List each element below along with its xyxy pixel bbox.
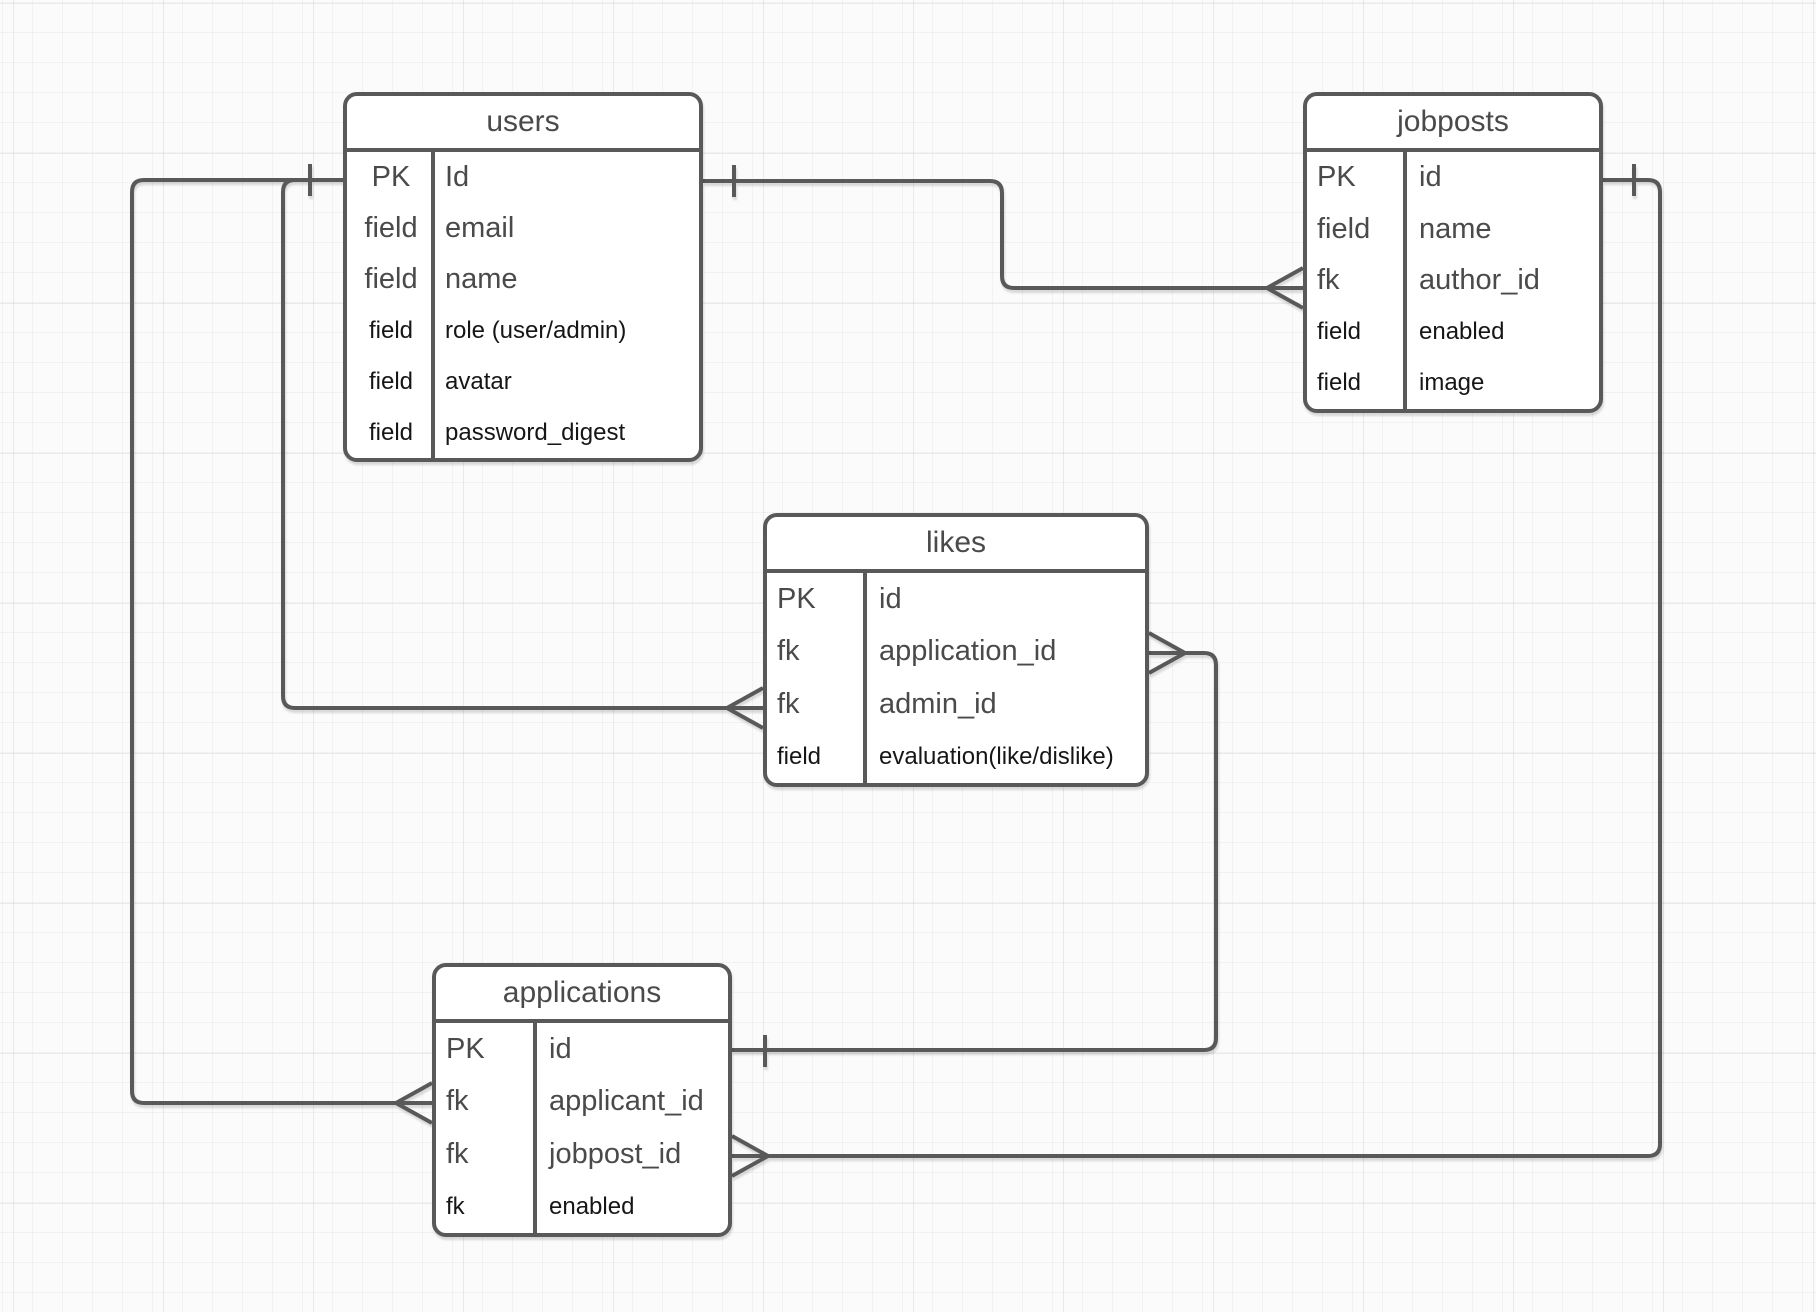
- row-key: PK: [777, 582, 816, 615]
- row-field-name: email: [445, 212, 515, 244]
- table-row[interactable]: fk application_id: [767, 626, 1145, 679]
- row-key: field: [364, 263, 418, 295]
- cardinality-many-crowfoot-icon: [726, 686, 764, 730]
- relationship-line[interactable]: [732, 178, 1662, 1158]
- row-key: field: [1317, 212, 1371, 245]
- row-field-name: id: [879, 582, 902, 615]
- cardinality-many-crowfoot-icon: [1148, 631, 1186, 675]
- row-key: PK: [446, 1032, 485, 1065]
- entity-jobposts[interactable]: jobposts PK id field name fk author_id f…: [1303, 92, 1603, 413]
- table-row[interactable]: field password_digest: [347, 407, 699, 458]
- row-field-name: name: [445, 263, 518, 295]
- row-key: field: [364, 212, 418, 244]
- row-key: field: [368, 316, 414, 344]
- row-field-name: jobpost_id: [549, 1137, 682, 1170]
- row-field-name: admin_id: [879, 687, 997, 720]
- row-field-name: author_id: [1419, 264, 1540, 297]
- table-title: users: [347, 96, 699, 152]
- relationship-users-jobposts[interactable]: [703, 165, 1304, 310]
- entity-applications[interactable]: applications PK id fk applicant_id fk jo…: [432, 963, 732, 1237]
- table-title: jobposts: [1307, 96, 1599, 152]
- key-column-divider: [431, 152, 435, 458]
- row-key: field: [368, 367, 414, 395]
- table-body: PK Id field email field name field role …: [347, 152, 699, 458]
- row-key: PK: [371, 161, 411, 193]
- row-field-name: enabled: [549, 1192, 635, 1220]
- row-key: field: [1317, 317, 1362, 345]
- row-key: fk: [777, 687, 800, 720]
- row-field-name: id: [549, 1032, 572, 1065]
- table-row[interactable]: fk enabled: [436, 1181, 728, 1234]
- row-key: field: [368, 418, 414, 446]
- row-field-name: password_digest: [445, 418, 626, 446]
- table-row[interactable]: field enabled: [1307, 306, 1599, 357]
- row-field-name: name: [1419, 212, 1492, 245]
- table-title: applications: [436, 967, 728, 1023]
- relationship-jobposts-applications[interactable]: [731, 164, 1662, 1178]
- table-row[interactable]: field email: [347, 203, 699, 254]
- table-body: PK id fk applicant_id fk jobpost_id fk e…: [436, 1023, 728, 1233]
- key-column-divider: [1403, 152, 1407, 409]
- table-row[interactable]: PK id: [767, 573, 1145, 626]
- relationship-line[interactable]: [703, 179, 1303, 290]
- cardinality-many-crowfoot-icon: [731, 1134, 769, 1178]
- row-key: fk: [446, 1137, 469, 1170]
- row-field-name: applicant_id: [549, 1085, 704, 1118]
- table-row[interactable]: fk applicant_id: [436, 1076, 728, 1129]
- relationship-line[interactable]: [130, 178, 432, 1105]
- table-row[interactable]: field image: [1307, 358, 1599, 409]
- row-key: fk: [446, 1085, 469, 1118]
- relationship-line[interactable]: [732, 651, 1218, 1052]
- table-row[interactable]: PK Id: [347, 152, 699, 203]
- cardinality-many-crowfoot-icon: [1266, 266, 1304, 310]
- key-column-divider: [533, 1023, 537, 1233]
- cardinality-many-crowfoot-icon: [395, 1081, 433, 1125]
- table-body: PK id fk application_id fk admin_id fiel…: [767, 573, 1145, 783]
- row-field-name: avatar: [445, 367, 512, 395]
- row-key: fk: [777, 635, 800, 668]
- row-field-name: enabled: [1419, 317, 1505, 345]
- entity-users[interactable]: users PK Id field email field name field…: [343, 92, 703, 462]
- row-key: fk: [1317, 264, 1340, 297]
- entity-likes[interactable]: likes PK id fk application_id fk admin_i…: [763, 513, 1149, 787]
- row-field-name: evaluation(like/dislike): [879, 742, 1114, 770]
- table-row[interactable]: fk admin_id: [767, 678, 1145, 731]
- row-field-name: Id: [445, 161, 470, 193]
- row-key: fk: [446, 1192, 465, 1220]
- table-row[interactable]: field name: [1307, 203, 1599, 254]
- table-row[interactable]: fk author_id: [1307, 255, 1599, 306]
- table-row[interactable]: field role (user/admin): [347, 305, 699, 356]
- table-body: PK id field name fk author_id field enab…: [1307, 152, 1599, 409]
- table-row[interactable]: field avatar: [347, 356, 699, 407]
- table-row[interactable]: field name: [347, 254, 699, 305]
- relationship-applications-likes[interactable]: [732, 631, 1218, 1067]
- row-key: field: [777, 742, 822, 770]
- table-row[interactable]: fk jobpost_id: [436, 1128, 728, 1181]
- row-field-name: role (user/admin): [445, 316, 627, 344]
- row-key: field: [1317, 369, 1362, 397]
- relationship-users-applications[interactable]: [130, 178, 433, 1125]
- row-key: PK: [1317, 161, 1356, 194]
- table-row[interactable]: PK id: [1307, 152, 1599, 203]
- table-row[interactable]: field evaluation(like/dislike): [767, 731, 1145, 784]
- row-field-name: image: [1419, 369, 1485, 397]
- key-column-divider: [863, 573, 867, 783]
- table-title: likes: [767, 517, 1145, 573]
- table-row[interactable]: PK id: [436, 1023, 728, 1076]
- row-field-name: application_id: [879, 635, 1057, 668]
- row-field-name: id: [1419, 161, 1442, 194]
